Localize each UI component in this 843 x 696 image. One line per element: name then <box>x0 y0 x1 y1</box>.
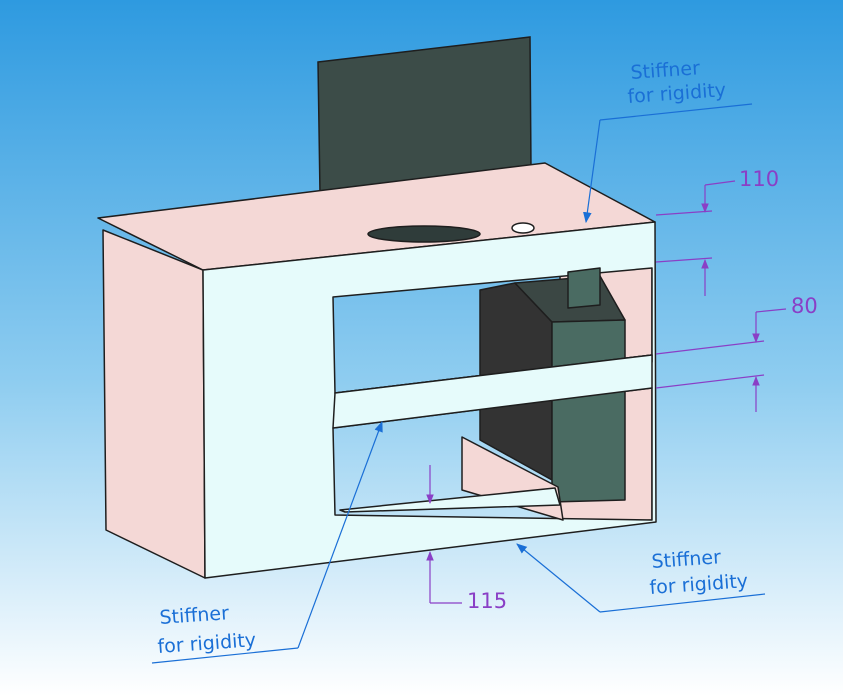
dim-80-ext-top <box>655 340 765 355</box>
dim-110-label: 110 <box>739 167 779 191</box>
dim-115-label: 115 <box>467 589 507 613</box>
cable-hole <box>511 222 535 234</box>
dimension-115 <box>426 465 462 604</box>
monitor-base <box>367 225 481 243</box>
left-side-panel <box>102 229 206 579</box>
annotation-top-right-underline <box>599 103 753 121</box>
annotation-bottom-right-line1: Stiffner <box>651 546 722 573</box>
annotation-top-right-leader <box>583 119 601 224</box>
dimension-80 <box>655 308 787 412</box>
dim-80-label: 80 <box>791 294 818 318</box>
annotation-bottom-right-underline <box>599 593 766 613</box>
annotation-bottom-left-line1: Stiffner <box>159 602 230 629</box>
annotation-top-right-line1: Stiffner <box>630 57 701 84</box>
dim-80-ext-bottom <box>655 374 765 389</box>
annotation-bottom-right-leader <box>516 543 601 613</box>
annotation-bottom-right <box>516 543 766 613</box>
cpu-front <box>551 319 626 503</box>
dim-110-leader <box>704 180 736 186</box>
dim-110-ext-bottom <box>655 257 713 263</box>
annotation-bottom-left-leader <box>297 420 383 649</box>
dimension-110 <box>655 180 736 296</box>
bottom-shelf-edge <box>339 487 561 513</box>
shelves <box>332 354 653 521</box>
annotation-bottom-left-underline <box>151 647 299 664</box>
annotation-top-right <box>583 103 753 224</box>
annotation-bottom-left <box>151 420 383 664</box>
upper-block <box>567 267 601 309</box>
dim-80-leader <box>755 308 787 313</box>
middle-rail <box>332 354 653 429</box>
cpu-tower <box>479 267 626 503</box>
